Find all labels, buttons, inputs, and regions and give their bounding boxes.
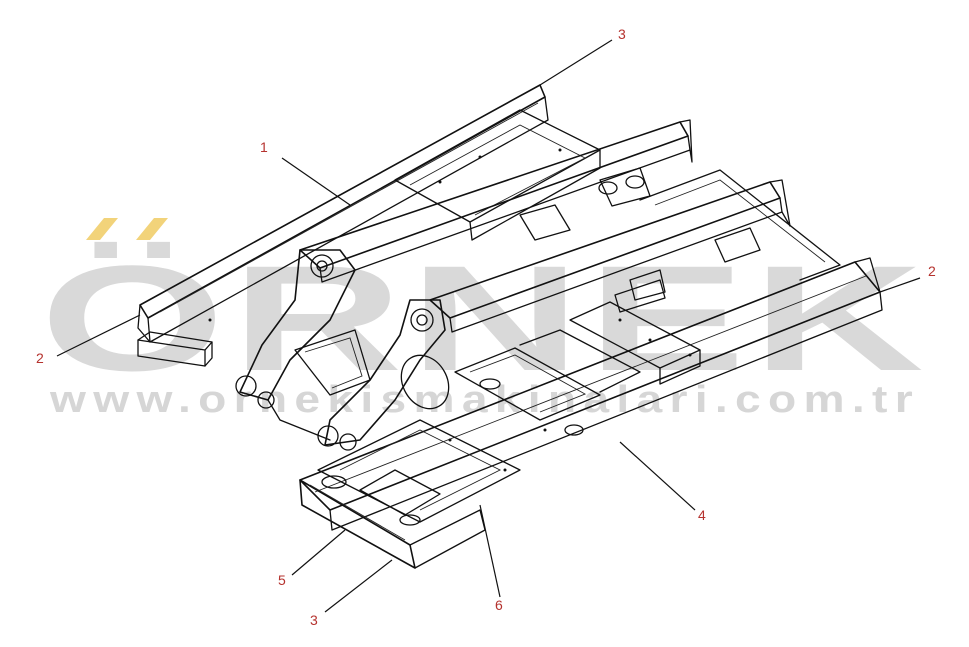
bolt-dots — [208, 148, 692, 472]
leader-1 — [281, 157, 351, 206]
callout-2-right: 2 — [928, 263, 936, 279]
callout-6: 6 — [495, 597, 503, 613]
leader-4 — [619, 441, 696, 511]
leader-6 — [479, 504, 501, 598]
callout-3-top: 3 — [618, 26, 626, 42]
callout-2-left: 2 — [36, 350, 44, 366]
leader-3-top — [539, 39, 613, 86]
callout-1: 1 — [260, 139, 268, 155]
front-plate — [299, 479, 416, 569]
callout-3-bottom: 3 — [310, 612, 318, 628]
leader-2-right — [879, 277, 921, 293]
watermark: ÖRNEK www.ornekismakinalari.com.tr — [40, 218, 930, 421]
left-pivot-bracket — [239, 249, 356, 401]
callout-5: 5 — [278, 572, 286, 588]
watermark-url: www.ornekismakinalari.com.tr — [49, 379, 920, 421]
leader-5 — [291, 529, 346, 576]
watermark-accent-left — [86, 218, 118, 240]
leader-3-bottom — [324, 559, 393, 613]
watermark-accent-right — [136, 218, 168, 240]
leader-2-left — [56, 314, 141, 357]
main-frame — [137, 84, 883, 569]
callout-4: 4 — [698, 507, 706, 523]
right-pivot-bracket — [324, 299, 446, 446]
callouts: 3 1 2 2 4 5 3 6 — [36, 26, 936, 628]
watermark-brand: ÖRNEK — [40, 234, 930, 402]
leader-lines — [56, 39, 921, 613]
